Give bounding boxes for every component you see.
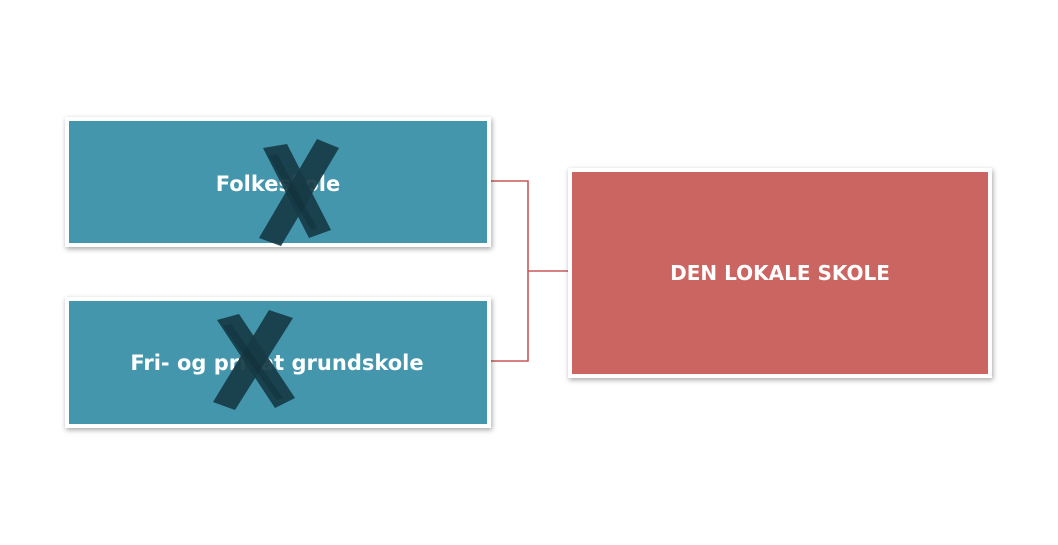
node-fri-og-privat-grundskole: Fri- og privat grundskole <box>65 297 491 428</box>
node-folkeskole: Folkeskole <box>65 117 491 247</box>
cross-out-icon <box>213 310 295 410</box>
node-label-fri-og-privat-grundskole: Fri- og privat grundskole <box>130 350 424 375</box>
node-den-lokale-skole: DEN LOKALE SKOLE <box>568 168 992 378</box>
connector-line <box>491 180 568 362</box>
node-label-den-lokale-skole: DEN LOKALE SKOLE <box>670 261 890 285</box>
cross-out-icon <box>259 139 339 246</box>
